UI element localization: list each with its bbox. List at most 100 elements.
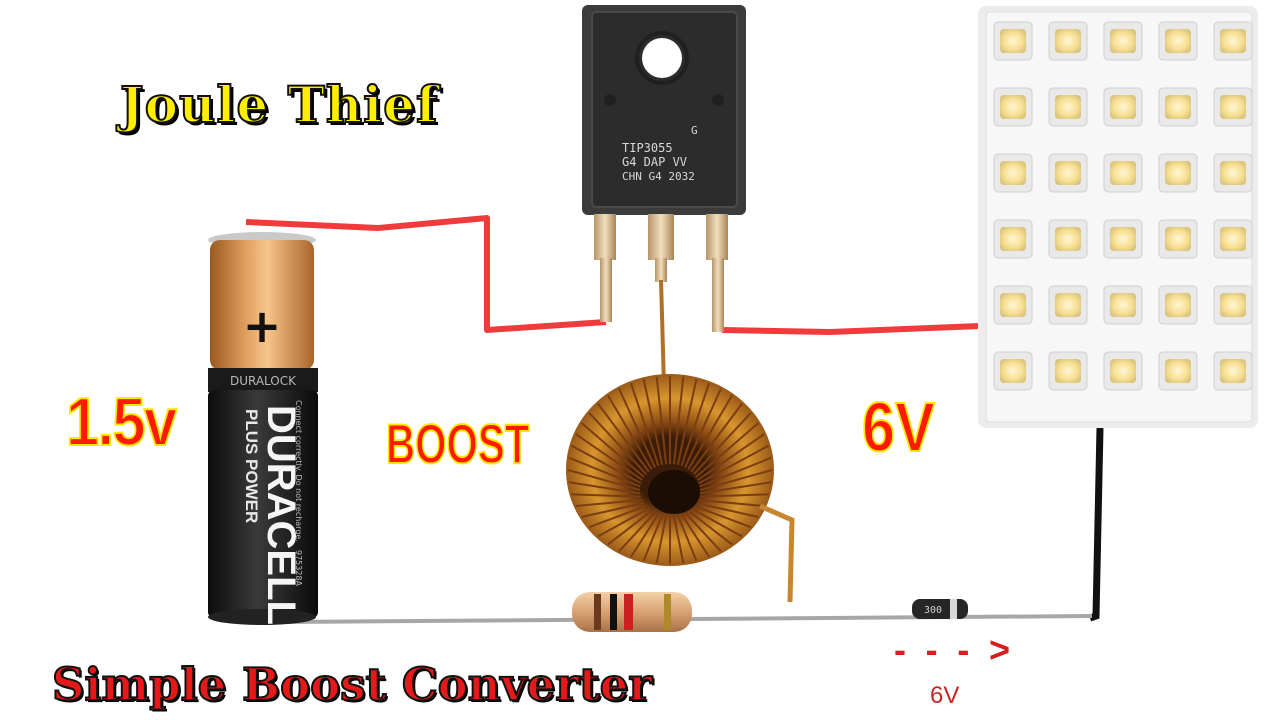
positive-wire [245, 215, 607, 333]
coil-winding [697, 498, 765, 507]
diode-arrow-label: ---> [894, 632, 1010, 670]
battery-duralock: DURALOCK [230, 374, 297, 388]
collector-wire [721, 323, 981, 336]
coil-winding [568, 481, 641, 495]
led-emitter [1055, 95, 1081, 119]
led-emitter [1220, 29, 1246, 53]
coil-winding [690, 507, 743, 538]
coil-winding [695, 502, 759, 518]
coil-winding [607, 394, 653, 470]
output-voltage-label: 6V [861, 388, 935, 466]
coil-winding [699, 456, 772, 488]
coil-winding [680, 513, 710, 558]
coil-winding [697, 433, 765, 481]
coil-winding [630, 382, 660, 467]
led-emitter [1055, 227, 1081, 251]
coil-winding [588, 504, 647, 529]
led-panel [978, 6, 1258, 428]
coil-winding [676, 378, 698, 466]
input-voltage-label: 1.5v [65, 384, 178, 460]
coil-winding [676, 514, 698, 562]
battery-line: PLUS POWER [242, 409, 261, 523]
battery-fine-print: Connect correctly. Do not recharge. [294, 400, 303, 542]
diode: 300 [912, 599, 968, 619]
led-emitter [1000, 29, 1026, 53]
battery-brand: DURACELL [259, 405, 303, 625]
coil-winding [588, 412, 647, 475]
coil-winding [642, 514, 664, 562]
led-emitter [1165, 359, 1191, 383]
coil-winding [695, 422, 759, 478]
coil-winding [571, 493, 642, 498]
coil-winding [693, 504, 752, 529]
led-emitter [1055, 161, 1081, 185]
led-emitter [1110, 29, 1136, 53]
coil-winding [568, 456, 641, 488]
coil-winding [575, 498, 643, 507]
coil-winding [680, 382, 710, 467]
coil-winding [699, 481, 772, 495]
transistor-text-4: CHN G4 2032 [622, 170, 695, 183]
led-emitter [1000, 293, 1026, 317]
led-emitter [1055, 293, 1081, 317]
diode-marking: 300 [924, 605, 942, 616]
resistor [572, 592, 692, 632]
coil-winding [581, 502, 645, 518]
led-emitter [1000, 227, 1026, 251]
led-emitter [1220, 161, 1246, 185]
coil-winding [672, 376, 685, 465]
diagram-subtitle: Simple Boost Converter [51, 658, 653, 711]
coil-winding [698, 493, 769, 498]
coil-winding [597, 402, 650, 473]
led-emitter [1000, 95, 1026, 119]
battery-polarity: + [243, 299, 282, 353]
led-emitter [1110, 293, 1136, 317]
transistor-text-1: G [691, 124, 698, 137]
led-emitter [1110, 95, 1136, 119]
current-arrow: ---> [894, 632, 1010, 670]
negative-wire [1088, 427, 1104, 622]
led-emitter [1220, 359, 1246, 383]
led-emitter [1165, 161, 1191, 185]
led-emitter [1000, 161, 1026, 185]
led-emitter [1110, 227, 1136, 251]
led-emitter [1110, 161, 1136, 185]
battery-code: 975328A [294, 550, 303, 587]
coil-winding [693, 412, 752, 475]
aa-battery: + DURALOCK DURACELL PLUS POWER Connect c… [208, 232, 318, 625]
led-emitter [1055, 29, 1081, 53]
coil-winding [575, 433, 643, 481]
coil-winding [581, 422, 645, 478]
coil-winding [597, 507, 650, 538]
coil-winding [618, 511, 656, 553]
coil-winding [655, 515, 668, 564]
led-emitter [1165, 95, 1191, 119]
coil-winding [698, 444, 769, 485]
led-emitter [1165, 29, 1191, 53]
base-wire [659, 279, 666, 387]
led-emitter [1220, 293, 1246, 317]
tip3055-transistor: G TIP3055 G4 DAP VV CHN G4 2032 [582, 5, 746, 332]
led-emitter [1110, 359, 1136, 383]
coil-winding [567, 469, 641, 491]
led-emitter [1220, 95, 1246, 119]
led-emitter [1055, 359, 1081, 383]
diode-voltage-label: 6V [930, 682, 960, 709]
coil-winding [642, 378, 664, 466]
coil-winding [684, 388, 722, 468]
coil-winding [684, 511, 722, 553]
transistor-text-3: G4 DAP VV [622, 155, 687, 169]
coil-winding [687, 394, 733, 470]
coil-winding [687, 509, 733, 546]
coil-winding [690, 402, 743, 473]
led-emitter [1220, 227, 1246, 251]
coil-winding [699, 469, 773, 491]
coil-winding [607, 509, 653, 546]
coil-winding [655, 376, 668, 465]
coil-winding [672, 515, 685, 564]
coil-winding [630, 513, 660, 558]
boost-label: BOOST [385, 412, 530, 475]
led-emitter [1000, 359, 1026, 383]
diagram-title: Joule Thief [119, 75, 439, 134]
